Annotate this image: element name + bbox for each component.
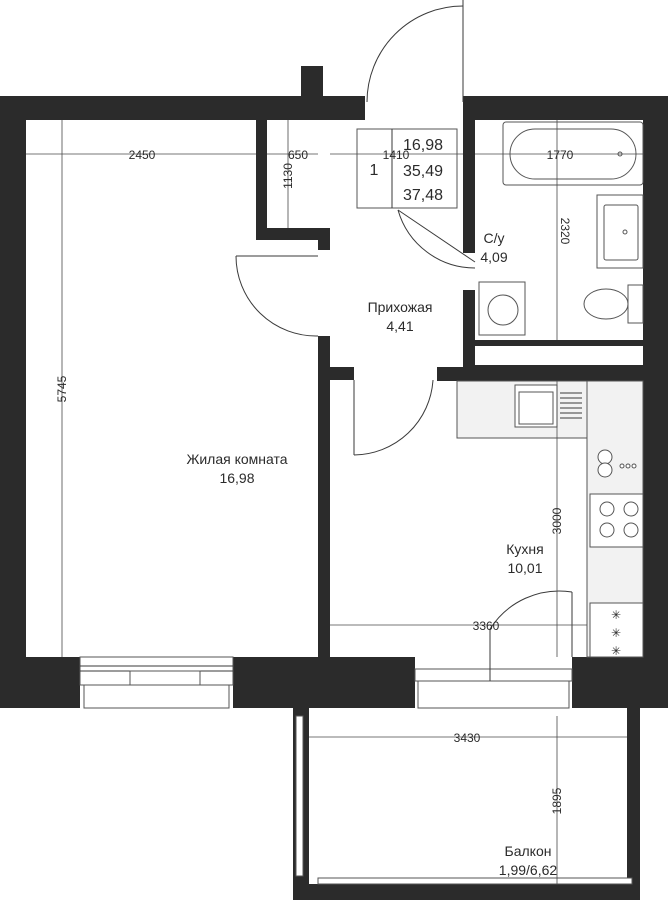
- windows: [79, 656, 633, 885]
- dim-hall-nook-depth: 1130: [281, 163, 295, 189]
- kitchen-sink-icon: [514, 384, 582, 428]
- walls: [0, 66, 668, 900]
- washing-machine-icon: [478, 281, 526, 336]
- dim-living-width: 2450: [129, 148, 156, 162]
- rooms-count: 1: [370, 162, 379, 179]
- svg-text:✳: ✳: [611, 626, 621, 640]
- fridge-icon: ✳ ✳ ✳: [589, 602, 644, 658]
- dim-living-length: 5745: [55, 375, 69, 402]
- water-heater-icon: [597, 449, 637, 478]
- dim-kitchen-length: 3000: [550, 507, 564, 534]
- dim-hall-width: 1410: [383, 148, 410, 162]
- total-area-value: 35,49: [403, 163, 443, 180]
- dim-bath-length: 2320: [558, 218, 572, 245]
- dim-hall-nook-width: 650: [288, 148, 308, 162]
- bathroom-area: 4,09: [480, 249, 507, 265]
- balcony-name: Балкон: [505, 843, 552, 859]
- kitchen-name: Кухня: [506, 541, 543, 557]
- total-area-with-balcony-value: 37,48: [403, 187, 443, 204]
- sink-icon: [596, 194, 644, 269]
- living-area-value: 16,98: [403, 137, 443, 154]
- living-room-name: Жилая комната: [186, 451, 287, 467]
- dimension-lines: [26, 120, 643, 884]
- dim-balcony-width: 3430: [454, 731, 481, 745]
- stove-icon: [589, 493, 644, 548]
- dim-bath-width: 1770: [547, 148, 574, 162]
- doors: [235, 0, 573, 681]
- area-info-box: [356, 128, 458, 209]
- toilet-icon: [583, 284, 644, 324]
- hallway-area: 4,41: [386, 318, 413, 334]
- living-room-area: 16,98: [219, 470, 254, 486]
- svg-text:✳: ✳: [611, 608, 621, 622]
- dim-kitchen-width: 3360: [473, 619, 500, 633]
- bathroom-name: С/у: [484, 230, 505, 246]
- balcony-area: 1,99/6,62: [499, 862, 558, 878]
- kitchen-area: 10,01: [507, 560, 542, 576]
- svg-text:✳: ✳: [611, 644, 621, 658]
- hallway-name: Прихожая: [368, 299, 433, 315]
- dim-balcony-depth: 1895: [550, 787, 564, 814]
